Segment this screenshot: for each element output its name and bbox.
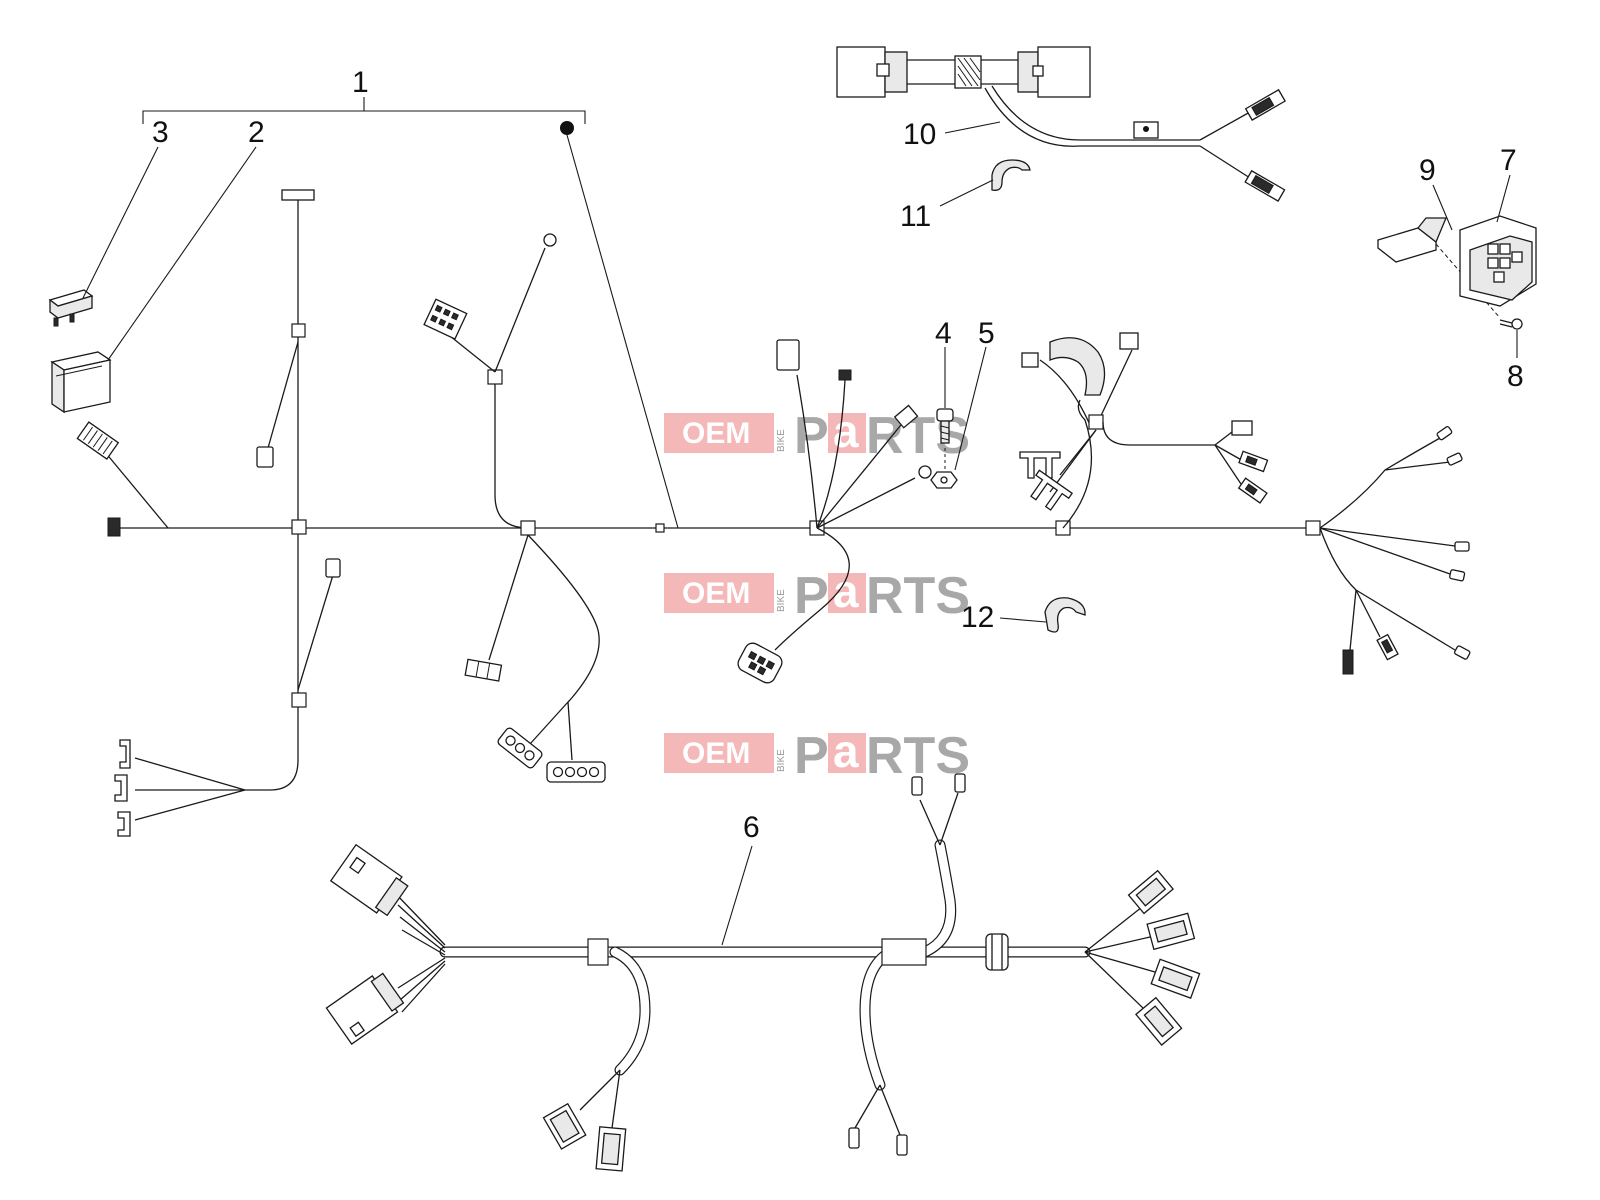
bolt-part-4 — [936, 408, 954, 444]
callout-5: 5 — [978, 317, 995, 350]
watermark-2: OEM BIKE P a RTS — [664, 565, 970, 625]
leader-7 — [1496, 174, 1511, 223]
watermark-bike-text: BIKE — [776, 749, 787, 772]
callout-8: 8 — [1507, 360, 1524, 393]
oval-connector — [737, 642, 783, 684]
callout-4: 4 — [935, 317, 952, 350]
relay-part-2 — [50, 351, 112, 414]
leader-3 — [82, 146, 159, 299]
screw-part-8 — [1499, 318, 1523, 330]
multi-pin-connector — [76, 421, 120, 460]
leader-10 — [944, 121, 1001, 134]
callout-10: 10 — [903, 118, 936, 151]
horn-relay-part-7 — [1459, 215, 1537, 307]
callout-3: 3 — [152, 116, 169, 149]
watermark-a-text: a — [833, 565, 859, 617]
watermark-bike-text: BIKE — [776, 589, 787, 612]
fuse-part-3 — [48, 289, 94, 327]
grommet — [985, 933, 1009, 971]
watermark-bike-text: BIKE — [776, 429, 787, 452]
leader-9 — [1432, 184, 1453, 231]
watermark-a-text: a — [833, 405, 859, 457]
nut-part-5 — [930, 471, 958, 489]
leader-11 — [939, 179, 994, 207]
cable-clip-part-12 — [1044, 597, 1086, 633]
watermark-a-text: a — [833, 725, 859, 777]
callout-7: 7 — [1500, 144, 1517, 177]
watermark-oem-text: OEM — [682, 577, 750, 610]
watermark-1: OEM BIKE P a RTS — [664, 405, 970, 465]
lower-harness-part-6 — [325, 773, 1201, 1172]
four-hole-connector — [546, 761, 606, 783]
callout-11: 11 — [900, 200, 931, 233]
leader-2 — [107, 146, 257, 361]
small-multi-connector — [423, 298, 468, 340]
watermark-rts-text: RTS — [866, 407, 970, 465]
callout-6: 6 — [743, 811, 760, 844]
bracket-part-9 — [1377, 217, 1447, 263]
watermark-p-text: P — [794, 407, 829, 465]
callout-9: 9 — [1419, 154, 1436, 187]
leader-12 — [999, 617, 1047, 623]
watermark-oem-text: OEM — [682, 737, 750, 770]
three-hole-connector — [497, 727, 543, 769]
bracket-1 — [142, 97, 679, 529]
cable-clip-part-11 — [991, 159, 1031, 191]
watermark-p-text: P — [794, 567, 829, 625]
callout-2: 2 — [248, 116, 265, 149]
watermark-oem-text: OEM — [682, 417, 750, 450]
watermark-rts-text: RTS — [866, 567, 970, 625]
watermark-3: OEM BIKE P a RTS — [664, 725, 970, 785]
watermark-p-text: P — [794, 727, 829, 785]
callout-1: 1 — [352, 66, 369, 99]
sub-harness-part-10 — [836, 46, 1286, 202]
main-harness — [76, 189, 1471, 837]
callout-12: 12 — [961, 601, 994, 634]
leader-6 — [721, 845, 753, 946]
watermark-rts-text: RTS — [866, 727, 970, 785]
leader-5 — [954, 346, 987, 471]
